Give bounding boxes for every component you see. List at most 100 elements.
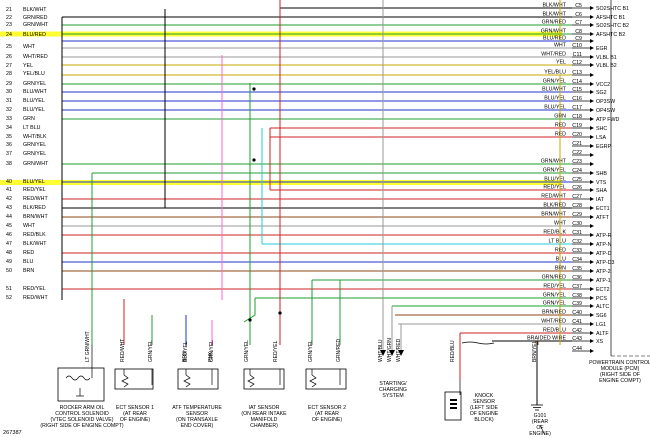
wire-color-c12: YEL <box>556 60 566 66</box>
arrow-c20 <box>590 135 594 139</box>
left-num-33: 33 <box>6 116 12 122</box>
signal-c34: ATP-D3 <box>596 260 614 266</box>
left-color-52: RED/WHT <box>23 295 48 301</box>
arrow-c29 <box>590 215 594 219</box>
ground-g101-caption-line: ENGINE) <box>529 431 551 437</box>
left-color-31: BLU/YEL <box>23 98 45 104</box>
wire-color-c26: RED/YEL <box>543 185 566 191</box>
pin-c8: C8 <box>575 29 582 35</box>
ect-sensor-1-caption-line: (AT REAR <box>123 411 147 417</box>
arrow-c38 <box>590 296 594 300</box>
wire-color-c11: WHT/RED <box>541 52 566 58</box>
wire-color-c38: GRN/YEL <box>543 293 566 299</box>
left-num-40: 40 <box>6 179 12 185</box>
left-num-23: 23 <box>6 22 12 28</box>
knock-sensor-caption-line: OF ENGINE <box>470 411 499 417</box>
arrow-c31 <box>590 233 594 237</box>
left-num-46: 46 <box>6 232 12 238</box>
signal-c15: SG2 <box>596 90 607 96</box>
left-color-35: WHT/BLK <box>23 134 47 140</box>
braided-wire <box>461 341 495 345</box>
left-color-28: YEL/BLU <box>23 71 45 77</box>
signal-c27: IAT <box>596 197 605 203</box>
wire-color-c25: BLU/YEL <box>544 177 566 183</box>
vertical-label-2: GRN/YEL <box>148 340 154 362</box>
knock-sensor-caption-line: SENSOR <box>473 399 495 405</box>
signal-c35: ATP-2 <box>596 269 611 275</box>
knock-sensor-caption-line: BLOCK) <box>474 417 494 423</box>
vertical-label-4: BLU/YEL <box>183 341 189 362</box>
vertical-label-7: GRN/YEL <box>244 340 250 362</box>
left-num-38: 38 <box>6 161 12 167</box>
ect-sensor-2-caption-line: OF ENGINE) <box>312 417 343 423</box>
atf-temperature-sensor-caption-line: SENSOR <box>186 411 208 417</box>
wire-color-c15: BLU/WHT <box>542 87 567 93</box>
left-color-23: GRN/WHT <box>23 22 49 28</box>
arrow-c15 <box>590 90 594 94</box>
signal-c29: ATFT <box>596 215 610 221</box>
arrow-c7 <box>590 23 594 27</box>
signal-c28: ECT1 <box>596 206 610 212</box>
starting-charging-system-caption-line: STARTING/ <box>379 381 407 387</box>
pin-c38: C38 <box>572 293 582 299</box>
signal-c12: VLBL B2 <box>596 63 617 69</box>
signal-c7: SO2SHTC B2 <box>596 23 629 29</box>
left-num-21: 21 <box>6 7 12 13</box>
pin-c43: C43 <box>572 336 582 342</box>
arrow-c10 <box>590 46 594 50</box>
left-num-28: 28 <box>6 71 12 77</box>
signal-c42: ALTF <box>596 331 609 337</box>
arrow-c28 <box>590 206 594 210</box>
atf-temperature-sensor-caption-line: ATF TEMPERATURE <box>172 405 222 411</box>
signal-c10: EGR <box>596 46 608 52</box>
pin-c42: C42 <box>572 328 582 334</box>
wire-color-c7: GRN/RED <box>542 20 567 26</box>
left-color-42: RED/WHT <box>23 196 48 202</box>
arrow-c44 <box>590 349 594 353</box>
left-num-52: 52 <box>6 295 12 301</box>
left-color-24: BLU/RED <box>23 32 46 38</box>
arrow-c5 <box>590 6 594 10</box>
left-color-43: BLK/RED <box>23 205 46 211</box>
signal-c38: PCS <box>596 296 607 302</box>
left-color-48: RED <box>23 250 34 256</box>
pin-c40: C40 <box>572 310 582 316</box>
ground-g101-caption-line: OF <box>536 425 543 431</box>
wire-color-c13: YEL/BLU <box>544 70 566 76</box>
left-num-43: 43 <box>6 205 12 211</box>
signal-c36: ATP-1 <box>596 278 611 284</box>
signal-c21: EGRP <box>596 144 611 150</box>
wire-color-c27: RED/WHT <box>541 194 566 200</box>
knock-sensor-caption-line: (LEFT SIDE <box>470 405 498 411</box>
vertical-label-12: WHT/GRN <box>387 338 393 362</box>
left-num-26: 26 <box>6 54 12 60</box>
ground-g101-caption-line: G101 <box>534 413 547 419</box>
left-color-25: WHT <box>23 44 36 50</box>
signal-c24: SHB <box>596 171 607 177</box>
ground-g101-caption-line: (REAR <box>532 419 548 425</box>
rocker-arm-oil-control-solenoid-caption-line: ROCKER ARM OIL <box>60 405 105 411</box>
left-num-24: 24 <box>6 32 12 38</box>
knock-sensor-caption-line: KNOCK <box>475 393 494 399</box>
vertical-label-6: GRN/YEL <box>209 340 215 362</box>
signal-c14: VCC2 <box>596 82 610 88</box>
pin-c14: C14 <box>572 79 582 85</box>
starting-charging-system-caption-line: CHARGING <box>379 387 407 393</box>
signal-c32: ATP-N <box>596 242 612 248</box>
left-num-42: 42 <box>6 196 12 202</box>
left-color-27: YEL <box>23 63 33 69</box>
left-num-25: 25 <box>6 44 12 50</box>
arrow-c14 <box>590 82 594 86</box>
ground-symbol <box>531 404 546 436</box>
left-color-49: BLU <box>23 259 33 265</box>
signal-c43: XS <box>596 339 604 345</box>
pin-c5: C5 <box>575 3 582 9</box>
wire-color-c28: BLK/RED <box>543 203 566 209</box>
arrow-c33 <box>590 251 594 255</box>
arrow-c41 <box>590 322 594 326</box>
left-color-36: GRN/YEL <box>23 142 46 148</box>
wire-color-c39: GRN/YEL <box>543 301 566 307</box>
